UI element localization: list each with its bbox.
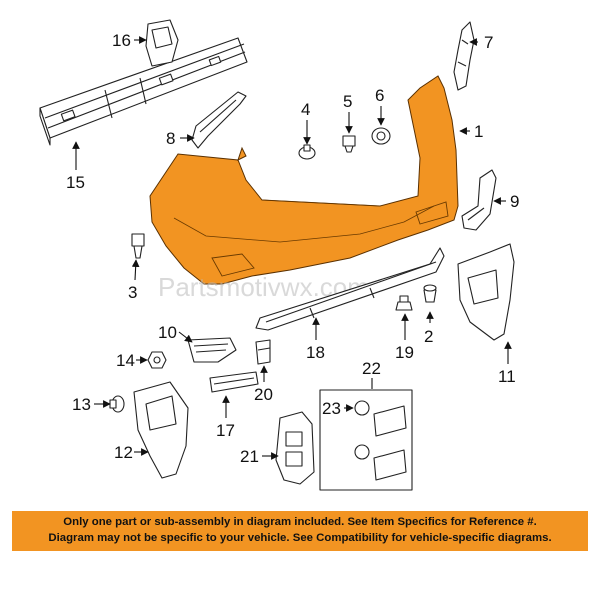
disclaimer-banner-bg [12, 511, 588, 551]
push-pin-part [131, 233, 145, 259]
lower-diffuser-part [255, 247, 445, 331]
nut-part [147, 351, 167, 369]
callout-7: 7 [484, 33, 493, 52]
grommet-part [395, 295, 413, 311]
callout-18: 18 [306, 343, 325, 362]
callout-16: 16 [112, 31, 131, 50]
callout-22: 22 [362, 359, 381, 378]
rivet-part [423, 284, 437, 303]
callout-8: 8 [166, 129, 175, 148]
callout-6: 6 [375, 86, 384, 105]
callout-19: 19 [395, 343, 414, 362]
callout-4: 4 [301, 100, 310, 119]
kit-box [319, 389, 413, 491]
disclaimer-banner: Only one part or sub-assembly in diagram… [12, 511, 588, 551]
reflector-part [209, 371, 259, 393]
callout-15: 15 [66, 173, 85, 192]
callout-14: 14 [116, 351, 135, 370]
callout-5: 5 [343, 92, 352, 111]
sensor-module-part [275, 411, 315, 485]
right-splash-shield-part [457, 243, 515, 341]
callout-labels: 1 2 3 4 5 6 7 8 9 10 11 12 13 14 15 16 1… [66, 31, 519, 466]
disclaimer-line-1: Only one part or sub-assembly in diagram… [63, 516, 537, 528]
callout-2: 2 [424, 327, 433, 346]
callout-9: 9 [510, 192, 519, 211]
beam-bracket-part [145, 19, 179, 67]
callout-10: 10 [158, 323, 177, 342]
callout-13: 13 [72, 395, 91, 414]
clip-part [298, 144, 316, 160]
callout-21: 21 [240, 447, 259, 466]
callout-11: 11 [498, 367, 516, 386]
leader-lines [72, 36, 512, 460]
callout-3: 3 [128, 283, 137, 302]
right-bracket-part [461, 169, 497, 231]
reinforcement-beam-part [39, 37, 248, 146]
screw-part [342, 135, 356, 153]
left-reflector-part [187, 337, 237, 363]
callout-17: 17 [216, 421, 235, 440]
callout-1: 1 [474, 122, 483, 141]
disclaimer-line-2: Diagram may not be specific to your vehi… [48, 532, 552, 544]
left-splash-shield-part [133, 381, 189, 479]
cap-part [371, 127, 391, 145]
callout-20: 20 [254, 385, 273, 404]
callout-23: 23 [322, 399, 341, 418]
callout-12: 12 [114, 443, 133, 462]
small-bracket-part [255, 339, 271, 365]
left-bracket-part [191, 91, 247, 149]
side-bracket-part [453, 21, 475, 91]
push-clip-part [109, 395, 125, 413]
bumper-cover-part [149, 75, 459, 285]
